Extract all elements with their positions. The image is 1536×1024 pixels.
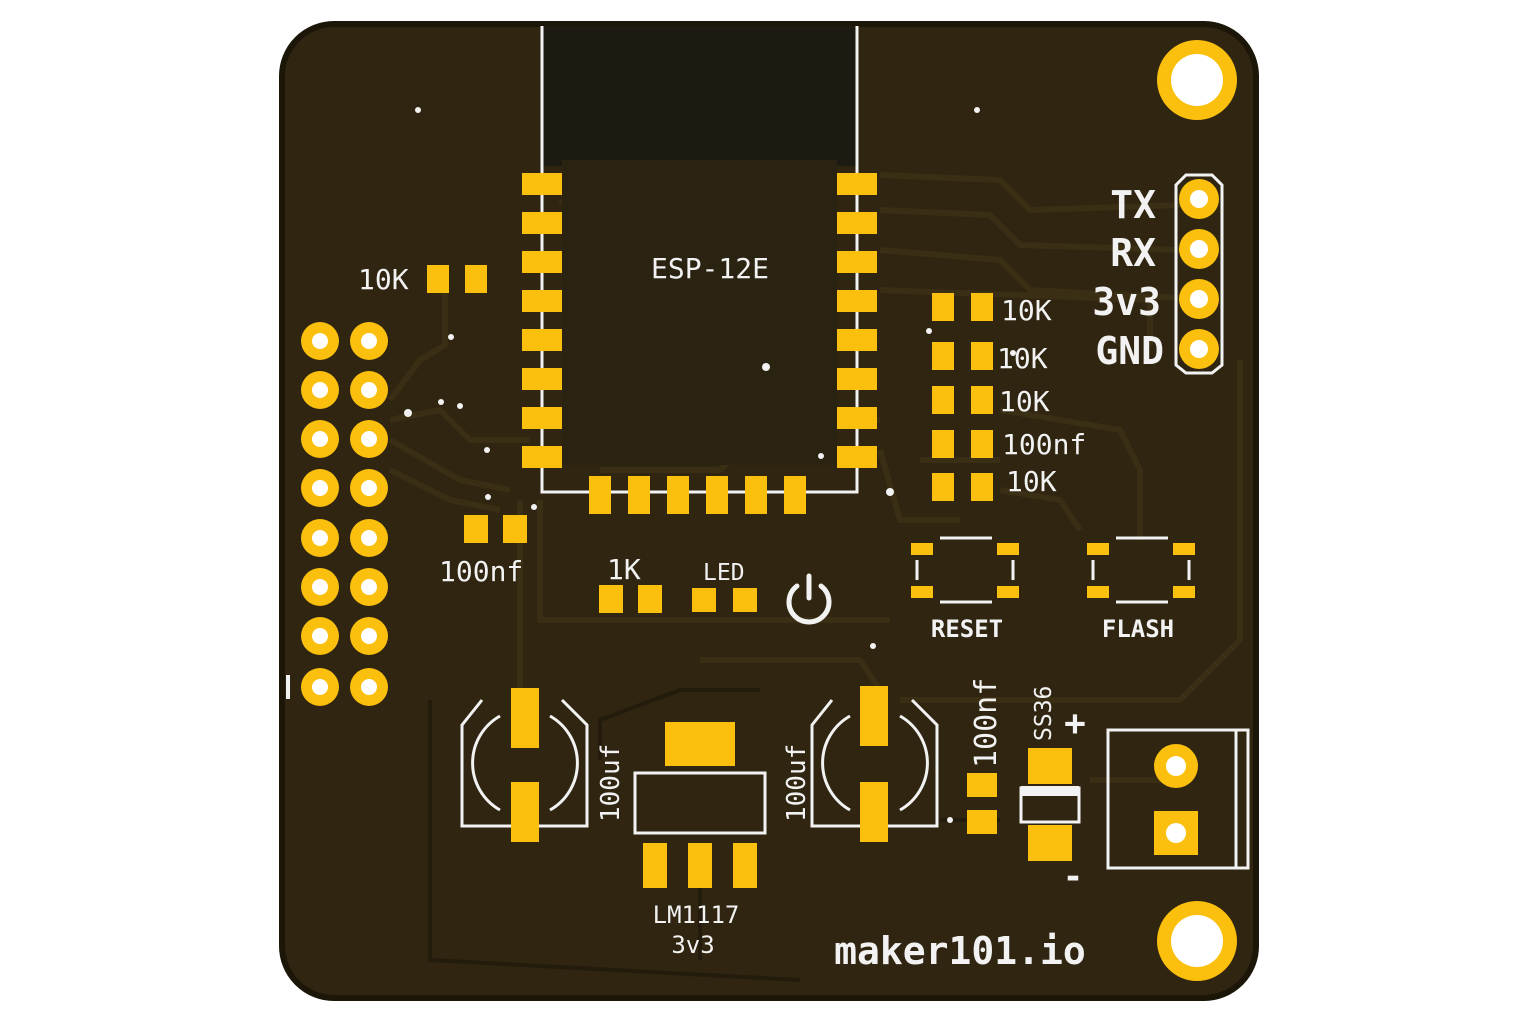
led-resistor-label: 1K (607, 553, 641, 586)
capacitor-small: 100nf (967, 678, 1004, 834)
minus-label: - (1063, 857, 1083, 897)
resistor-right-label-2: 10K (997, 342, 1048, 375)
power-icon (786, 573, 832, 625)
module-label: ESP-12E (651, 252, 769, 285)
brand-label: maker101.io (834, 929, 1086, 973)
capacitor-left: 100nf (439, 515, 527, 588)
mounting-holes (1157, 40, 1237, 981)
serial-label-tx: TX (1110, 183, 1156, 227)
cap-left-label: 100uf (596, 744, 626, 822)
module-pads-right (837, 173, 877, 468)
resistor-right-label-3: 10K (999, 385, 1050, 418)
resistor-column-right: 10K 10K 10K 100nf 10K (932, 293, 1086, 501)
electrolytic-cap-left: 100uf (460, 688, 626, 842)
diode: SS36 + - (1019, 686, 1086, 897)
led-circuit: 1K LED (599, 553, 757, 613)
reset-label: RESET (931, 615, 1003, 643)
cap-small-label: 100nf (969, 678, 1004, 768)
voltage-regulator: LM1117 3v3 (633, 722, 767, 959)
serial-label-3v3: 3v3 (1092, 280, 1161, 324)
led-label: LED (703, 560, 745, 586)
reset-button: RESET (911, 536, 1019, 643)
serial-header: TX RX 3v3 GND (1092, 173, 1224, 375)
module-pads-bottom (589, 476, 806, 514)
esp12e-module: ESP-12E (522, 26, 877, 514)
plus-label: + (1064, 703, 1086, 744)
regulator-part-label: LM1117 (653, 901, 740, 929)
diode-label: SS36 (1031, 686, 1057, 741)
serial-label-rx: RX (1110, 231, 1156, 275)
resistor-left-top: 10K (358, 263, 487, 296)
flash-button: FLASH (1087, 536, 1195, 643)
module-antenna-area (542, 26, 857, 166)
power-terminal (1106, 728, 1250, 870)
serial-label-gnd: GND (1095, 329, 1164, 373)
regulator-voltage-label: 3v3 (671, 931, 714, 959)
module-pads-left (522, 173, 562, 468)
resistor-left-top-label: 10K (358, 263, 409, 296)
capacitor-left-label: 100nf (439, 555, 523, 588)
left-pin-header (286, 322, 388, 706)
resistor-right-label-5: 10K (1006, 465, 1057, 498)
cap-right-label: 100uf (782, 744, 812, 822)
flash-label: FLASH (1102, 615, 1174, 643)
electrolytic-cap-right: 100uf (782, 686, 939, 842)
resistor-right-label-4: 100nf (1002, 428, 1086, 461)
module-shield (562, 160, 837, 465)
resistor-right-label-1: 10K (1001, 294, 1052, 327)
